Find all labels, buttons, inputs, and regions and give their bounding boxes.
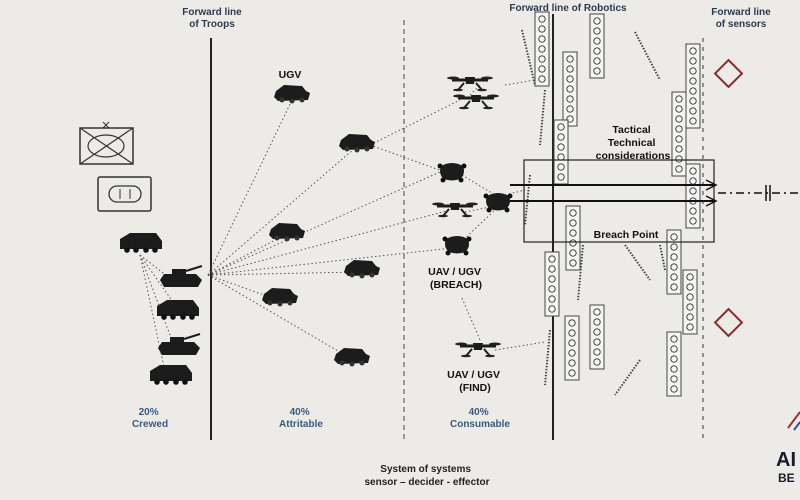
crewed-percentage: 20% Crewed xyxy=(132,407,168,430)
ugv-label: UGV xyxy=(279,69,302,81)
consumable-percentage: 40% Consumable xyxy=(450,407,510,430)
ugv-icon xyxy=(269,223,305,242)
minefield-strip xyxy=(553,119,569,185)
quad-ugv-icon xyxy=(437,163,467,183)
minefield-strip xyxy=(544,251,560,317)
breach-corridor xyxy=(510,159,800,243)
system-of-systems-caption: System of systems sensor – decider - eff… xyxy=(364,464,489,488)
ifv-icon xyxy=(157,300,199,320)
tactical-considerations-label: Tactical Technical considerations xyxy=(596,124,671,162)
minefield-strip xyxy=(666,229,682,295)
ugv-icon xyxy=(344,260,380,279)
crewed-vehicle-icon xyxy=(120,233,162,253)
tank-icon xyxy=(159,265,203,288)
minefield-strip xyxy=(685,163,701,229)
minefield-strip xyxy=(589,304,605,370)
minefield-strip xyxy=(565,205,581,271)
minefield-strip xyxy=(682,269,698,335)
minefield-strip xyxy=(685,43,701,129)
uav-icon xyxy=(453,341,503,359)
svg-text:BE: BE xyxy=(778,471,795,485)
attritable-percentage: 40% Attritable xyxy=(279,407,323,430)
uav-breach-label: UAV / UGV (BREACH) xyxy=(428,266,484,291)
armour-unit-symbol xyxy=(97,176,152,212)
minefield-strip xyxy=(666,331,682,397)
svg-text:AΙ: AΙ xyxy=(776,449,796,471)
mission-command-symbol xyxy=(79,121,134,165)
breach-point-label: Breach Point xyxy=(594,229,659,241)
ugv-icon xyxy=(334,348,370,367)
ugv-icon xyxy=(339,134,375,153)
quad-ugv-icon xyxy=(442,236,472,256)
robotics-line-label: Forward line of Robotics xyxy=(509,3,627,14)
uav-icon xyxy=(445,75,495,93)
army-logo-fragment: AΙ BE xyxy=(776,411,800,485)
link-lines xyxy=(139,79,546,373)
enemy-position-diamond xyxy=(713,58,744,89)
ugv-icon xyxy=(262,288,298,307)
bridge-layer-icon xyxy=(157,333,201,356)
uav-icon xyxy=(451,93,501,111)
tracked-carrier-icon xyxy=(150,365,192,385)
enemy-position-diamond xyxy=(713,307,744,338)
minefield-strip xyxy=(564,315,580,381)
minefield-strip xyxy=(589,13,605,79)
minefield-strip xyxy=(562,51,578,127)
minefield xyxy=(534,11,701,397)
ugv-icon xyxy=(274,85,310,104)
uav-find-label: UAV / UGV (FIND) xyxy=(447,369,503,394)
quad-ugv-icon xyxy=(483,193,513,213)
minefield-strip xyxy=(671,91,687,177)
minefield-strip xyxy=(534,11,550,87)
uav-icon xyxy=(430,201,480,219)
